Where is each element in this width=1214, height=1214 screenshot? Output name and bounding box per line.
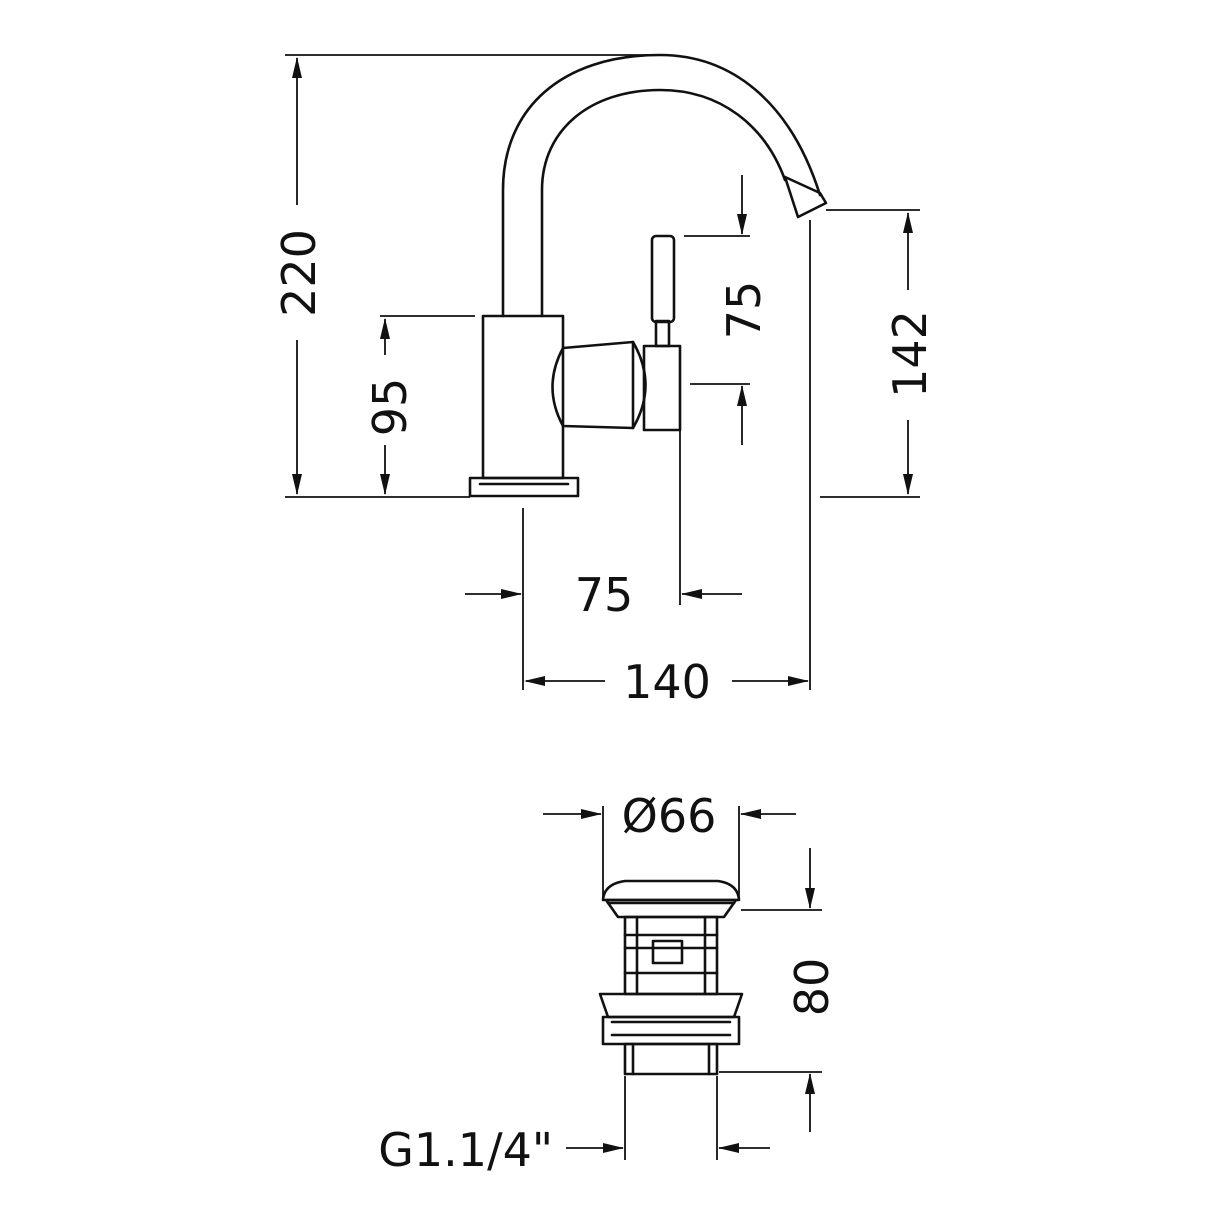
tap-body (481, 314, 565, 480)
dim-label-95: 95 (363, 378, 417, 437)
lever-handle (650, 234, 676, 324)
waste-cap (601, 879, 741, 902)
dim-handle-height: 75 (684, 175, 771, 445)
dim-label-140: 140 (623, 655, 711, 709)
dim-label-diameter-66: Ø66 (622, 789, 717, 843)
spout-outlet (783, 175, 828, 219)
spout-inner (540, 88, 787, 318)
dim-spout-reach: 140 (524, 220, 811, 709)
waste-washer (598, 992, 744, 1019)
lever-housing (551, 340, 647, 430)
dim-body-height: 95 (363, 315, 475, 495)
basin-mixer-tap (468, 53, 828, 498)
dim-handle-reach: 75 (465, 430, 742, 690)
lever-stem (654, 319, 671, 348)
dim-waste-thread: G1.1/4" (378, 1076, 770, 1177)
waste-body (623, 915, 719, 996)
waste-overflow-slot (651, 939, 684, 965)
lever-cartridge (642, 344, 682, 432)
dim-overall-height: 220 (272, 54, 660, 498)
dim-label-80: 80 (785, 958, 839, 1017)
dim-label-thread: G1.1/4" (378, 1123, 553, 1177)
dim-waste-height: 80 (719, 848, 839, 1132)
basin-waste (598, 879, 744, 1076)
dim-label-75-vertical: 75 (717, 281, 771, 340)
dim-label-75-horizontal: 75 (575, 568, 634, 622)
dim-waste-diameter: Ø66 (543, 789, 796, 898)
dim-label-142: 142 (883, 310, 937, 398)
dim-label-220: 220 (272, 229, 326, 317)
waste-flange (604, 898, 738, 919)
dim-spout-height: 142 (820, 209, 937, 498)
spout-outer (501, 53, 822, 318)
tap-base-plate (468, 476, 580, 498)
waste-thread-tail (623, 1042, 719, 1076)
